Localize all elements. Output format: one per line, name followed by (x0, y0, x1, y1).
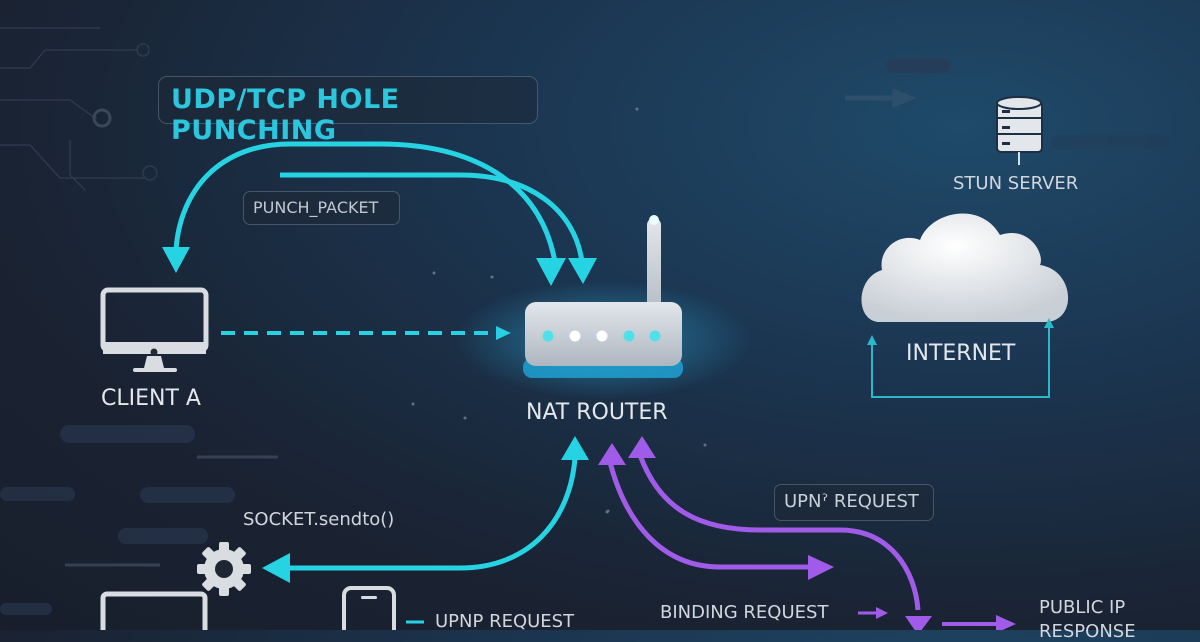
nat-router-label: NAT ROUTER (526, 400, 668, 425)
socket-sendto-label: SOCKET.sendto() (243, 509, 395, 530)
client-a-label: CLIENT A (101, 386, 201, 411)
stun-server-label: STUN SERVER (953, 173, 1079, 194)
gear-icon (197, 542, 251, 596)
internet-label: INTERNET (906, 341, 1016, 366)
internet-loop-arrow (871, 325, 1050, 398)
arrow-punch-to-router (280, 172, 585, 263)
title-box: UDP/TCP HOLE PUNCHING (158, 76, 538, 146)
arrow-router-to-gear (285, 457, 578, 571)
upnp-request-bottom-label: UPNP REQUEST (435, 611, 575, 632)
response-label: RESPONSE (1039, 621, 1136, 642)
arrowhead-gear (262, 553, 290, 583)
upnp-request-label: UPNˀ REQUEST (784, 491, 919, 512)
arrow-upnp-to-public-ip (637, 454, 921, 611)
punch-packet-label: PUNCH_PACKET (253, 198, 379, 217)
router-icon (453, 215, 753, 400)
arrow-router-to-binding (607, 461, 810, 570)
phone-icon (342, 586, 396, 630)
arrowhead-router-bottom (561, 436, 589, 460)
database-server-icon (996, 96, 1043, 165)
arrowhead-router-1 (536, 258, 566, 286)
laptop-icon (100, 591, 208, 630)
diagram-title: UDP/TCP HOLE PUNCHING (171, 84, 400, 146)
arrowhead-client-a (162, 247, 190, 273)
arrowhead-router-2 (568, 258, 597, 284)
cloud-icon (861, 213, 1069, 322)
upnp-request-box: UPNˀ REQUEST (774, 484, 934, 521)
public-ip-label: PUBLIC IP (1039, 597, 1126, 618)
monitor-icon (100, 287, 209, 372)
binding-request-label: BINDING REQUEST (660, 602, 829, 623)
punch-packet-box: PUNCH_PACKET (243, 191, 400, 225)
arrow-router-to-client-a (173, 141, 558, 263)
